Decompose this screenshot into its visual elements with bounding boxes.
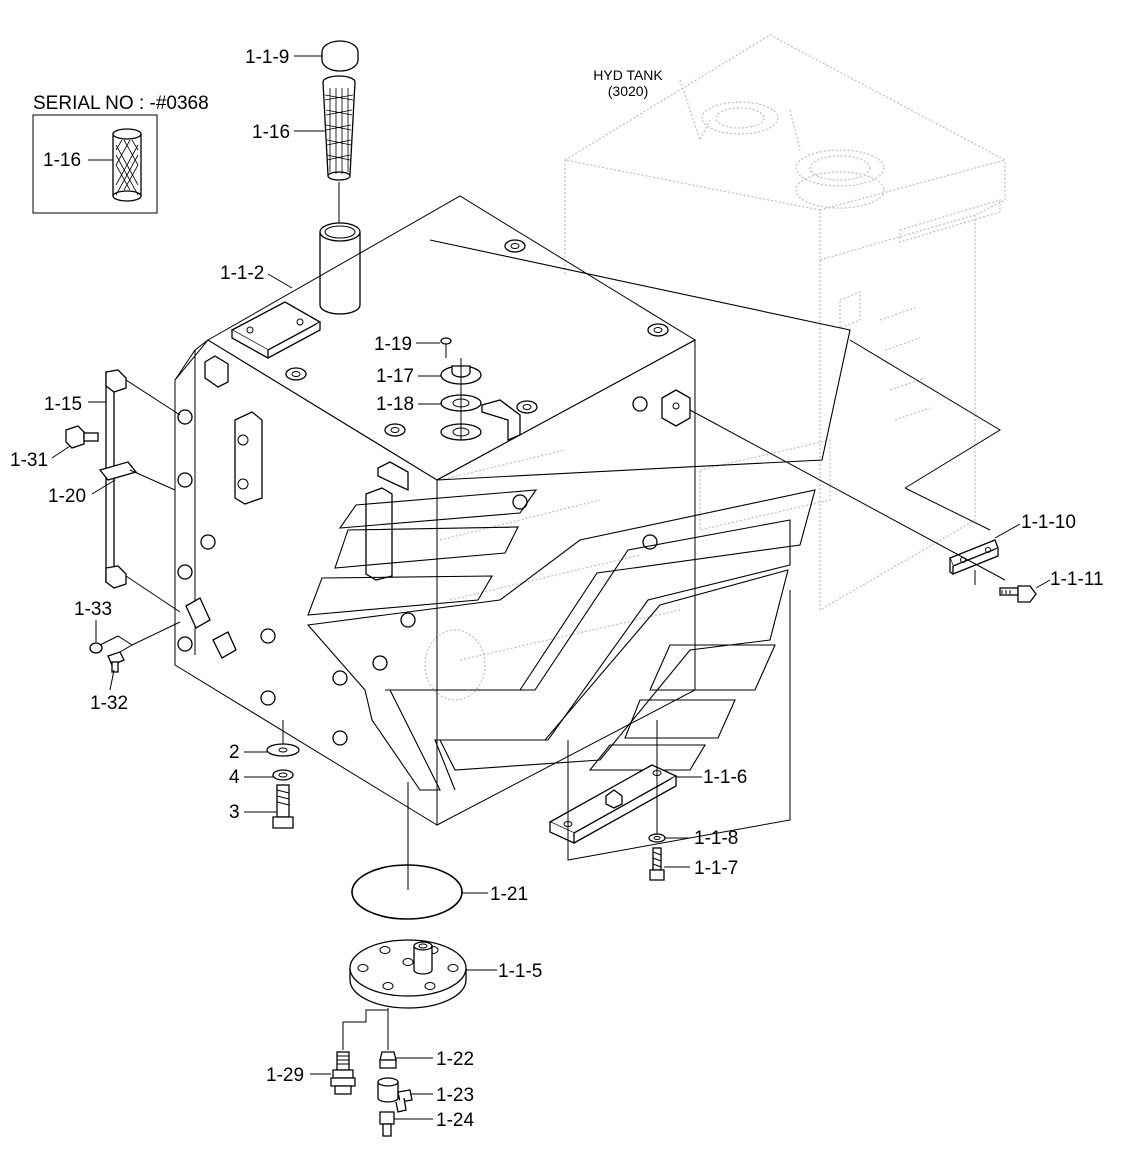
label-4: 4	[229, 767, 240, 788]
label-1-19: 1-19	[374, 334, 412, 355]
label-1-22: 1-22	[436, 1049, 474, 1070]
plug-1-33-icon	[89, 642, 103, 654]
label-1-1-11: 1-1-11	[1050, 569, 1104, 590]
washer-2-icon	[266, 743, 300, 757]
washer-1-1-8-icon	[648, 833, 666, 843]
small-strainer-icon	[112, 128, 142, 202]
label-1-21: 1-21	[490, 884, 528, 905]
washer-4-icon	[272, 769, 294, 781]
label-1-15: 1-15	[44, 394, 82, 415]
bolt-1-1-7-icon	[649, 847, 665, 881]
bolt-1-31-icon	[65, 425, 99, 449]
baffle-outlines	[306, 239, 851, 791]
label-serial-1-16: 1-16	[43, 150, 81, 171]
hyd-tank-subtitle: (3020)	[608, 83, 648, 99]
cover-plate-1-1-5-icon	[349, 939, 467, 1009]
cap-icon	[321, 40, 359, 72]
fitting-1-32-icon	[107, 651, 125, 673]
fitting-1-22-icon	[379, 1051, 397, 1069]
label-1-1-7: 1-1-7	[694, 858, 738, 879]
bolt-1-19-icon	[440, 337, 452, 358]
label-1-1-5: 1-1-5	[498, 961, 542, 982]
hydraulic-tank-body	[174, 195, 696, 826]
label-1-17: 1-17	[376, 366, 414, 387]
label-1-29: 1-29	[266, 1065, 304, 1086]
label-1-1-2: 1-1-2	[220, 263, 264, 284]
fitting-1-29-icon	[330, 1051, 356, 1095]
hyd-tank-title: HYD TANK	[593, 67, 663, 83]
gasket-1-18-icon	[440, 358, 482, 441]
label-3: 3	[229, 802, 240, 823]
strainer-icon	[322, 75, 356, 181]
label-1-18: 1-18	[376, 394, 414, 415]
label-1-1-6: 1-1-6	[703, 767, 747, 788]
label-1-1-9: 1-1-9	[245, 47, 289, 68]
label-1-33: 1-33	[74, 599, 112, 620]
bracket-1-1-6-icon	[548, 764, 678, 845]
label-1-1-8: 1-1-8	[694, 828, 738, 849]
label-1-24: 1-24	[436, 1110, 474, 1131]
label-2: 2	[229, 742, 240, 763]
label-1-16: 1-16	[252, 122, 290, 143]
bracket-1-1-10-icon	[949, 539, 999, 576]
label-1-31: 1-31	[10, 450, 48, 471]
bolt-3-icon	[272, 784, 294, 829]
label-1-23: 1-23	[436, 1085, 474, 1106]
level-gauge-icon	[98, 369, 181, 613]
filler-neck	[319, 222, 361, 315]
serial-number-box	[32, 114, 158, 214]
label-1-20: 1-20	[48, 486, 86, 507]
label-1-32: 1-32	[90, 693, 128, 714]
valve-1-23-icon	[377, 1077, 413, 1113]
ghost-hyd-tank-outline	[424, 34, 1006, 701]
o-ring-1-21-icon	[351, 864, 463, 920]
serial-number-title: SERIAL NO : -#0368	[33, 93, 209, 114]
bolt-1-1-11-icon	[999, 585, 1037, 603]
label-1-1-10: 1-1-10	[1021, 512, 1076, 533]
plug-1-24-icon	[379, 1111, 395, 1137]
